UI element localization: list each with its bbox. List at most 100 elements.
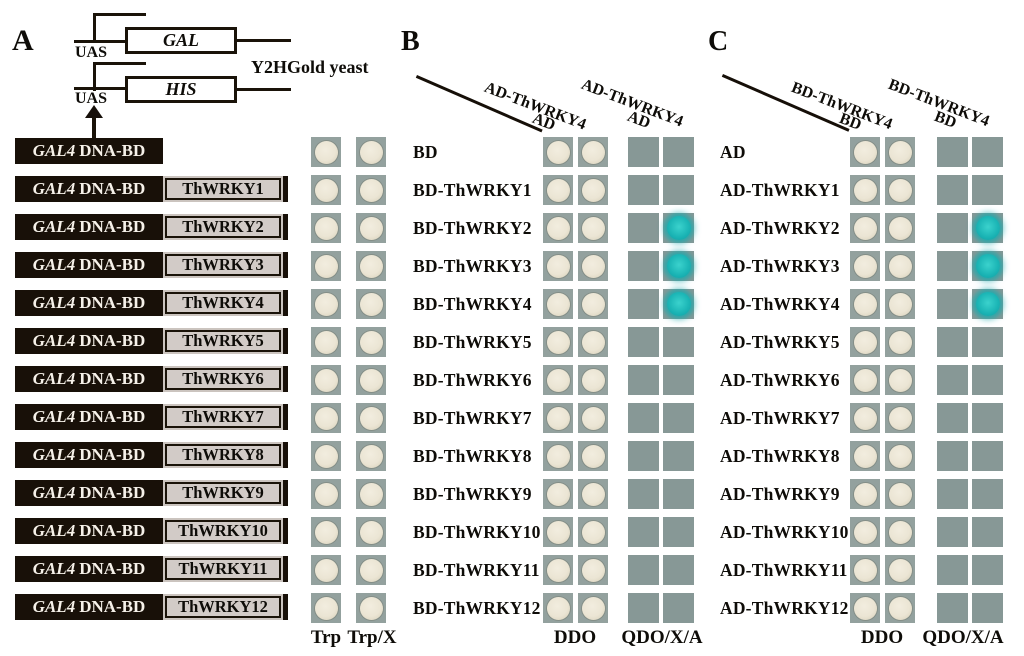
colony-spot <box>359 596 383 620</box>
plate-tile <box>578 175 608 205</box>
plate-tile <box>850 175 880 205</box>
plate-tile <box>356 137 386 167</box>
gal-gene-box: GAL <box>125 27 237 54</box>
construct-bd-rest: DNA-BD <box>79 217 146 236</box>
colony-spot <box>359 444 383 468</box>
plate-tile <box>972 365 1003 395</box>
plate-tile <box>850 593 880 623</box>
construct-bd-gene: GAL4 <box>32 331 76 350</box>
colony-spot <box>359 368 383 392</box>
plate-tile <box>356 365 386 395</box>
colony-spot <box>359 406 383 430</box>
row-label: BD-ThWRKY5 <box>413 332 532 352</box>
row-label: BD-ThWRKY9 <box>413 484 532 504</box>
plate-tile <box>311 327 341 357</box>
row-label: AD-ThWRKY3 <box>720 256 840 276</box>
colony-spot <box>314 216 338 240</box>
plate-tile <box>543 403 573 433</box>
colony-spot <box>546 444 570 468</box>
colony-spot <box>314 330 338 354</box>
plate-tile <box>972 555 1003 585</box>
plate-tile <box>885 479 915 509</box>
colony-spot <box>546 520 570 544</box>
row-label: BD-ThWRKY1 <box>413 180 532 200</box>
gal-promoter-riser-line <box>93 13 96 43</box>
colony-spot <box>581 558 605 582</box>
construct-bd-rest: DNA-BD <box>79 445 146 464</box>
colony-spot <box>888 216 912 240</box>
row-label: BD-ThWRKY11 <box>413 560 540 580</box>
colony-spot <box>314 558 338 582</box>
row-label: BD-ThWRKY2 <box>413 218 532 238</box>
construct-bd-gene: GAL4 <box>32 141 76 160</box>
row-label: AD-ThWRKY4 <box>720 294 840 314</box>
plate-tile <box>885 327 915 357</box>
colony-spot <box>359 216 383 240</box>
colony-spot <box>888 482 912 506</box>
up-arrow-icon <box>85 105 103 118</box>
colony-spot <box>581 216 605 240</box>
plate-tile <box>543 555 573 585</box>
gal-promoter-top-line <box>93 13 146 16</box>
construct-bd-rest: DNA-BD <box>79 483 146 502</box>
colony-spot <box>546 178 570 202</box>
construct-bd-gene: GAL4 <box>32 483 76 502</box>
colony-spot-blue <box>975 254 1000 278</box>
uas-label-gal: UAS <box>75 44 108 61</box>
colony-spot <box>546 254 570 278</box>
row-label: BD-ThWRKY12 <box>413 598 541 618</box>
colony-spot <box>546 140 570 164</box>
his-gene-label: HIS <box>165 79 197 99</box>
plate-tile <box>628 593 659 623</box>
colony-spot <box>853 368 877 392</box>
plate-tile <box>663 175 694 205</box>
plate-tile <box>937 479 968 509</box>
plate-tile <box>628 441 659 471</box>
colony-spot <box>314 520 338 544</box>
colony-spot <box>888 254 912 278</box>
row-label: BD-ThWRKY6 <box>413 370 532 390</box>
colony-spot <box>546 482 570 506</box>
construct-bd-rest: DNA-BD <box>79 559 146 578</box>
plate-tile <box>356 327 386 357</box>
construct-bd-gene: GAL4 <box>32 217 76 236</box>
colony-spot <box>888 558 912 582</box>
colony-spot <box>581 254 605 278</box>
plate-tile <box>311 251 341 281</box>
colony-spot <box>546 292 570 316</box>
row-label: BD-ThWRKY4 <box>413 294 532 314</box>
plate-tile <box>356 479 386 509</box>
plate-tile <box>972 213 1003 243</box>
plate-tile <box>311 441 341 471</box>
construct-bd-gene: GAL4 <box>32 597 76 616</box>
plate-tile <box>356 289 386 319</box>
row-label: AD-ThWRKY2 <box>720 218 840 238</box>
plate-tile <box>578 403 608 433</box>
colony-spot <box>888 520 912 544</box>
medium-label-ddo-b: DDO <box>553 627 597 648</box>
colony-spot <box>853 558 877 582</box>
colony-spot <box>359 140 383 164</box>
plate-tile <box>663 365 694 395</box>
plate-tile <box>663 555 694 585</box>
colony-spot <box>359 482 383 506</box>
plate-tile <box>311 517 341 547</box>
colony-spot <box>888 178 912 202</box>
plate-tile <box>972 593 1003 623</box>
panel-c-label: C <box>708 26 729 57</box>
medium-label-trp: Trp <box>310 627 342 648</box>
construct-fusion-label: ThWRKY7 <box>165 406 281 428</box>
colony-spot <box>581 292 605 316</box>
construct-fusion-label: ThWRKY4 <box>165 292 281 314</box>
plate-tile <box>578 289 608 319</box>
colony-spot <box>314 596 338 620</box>
